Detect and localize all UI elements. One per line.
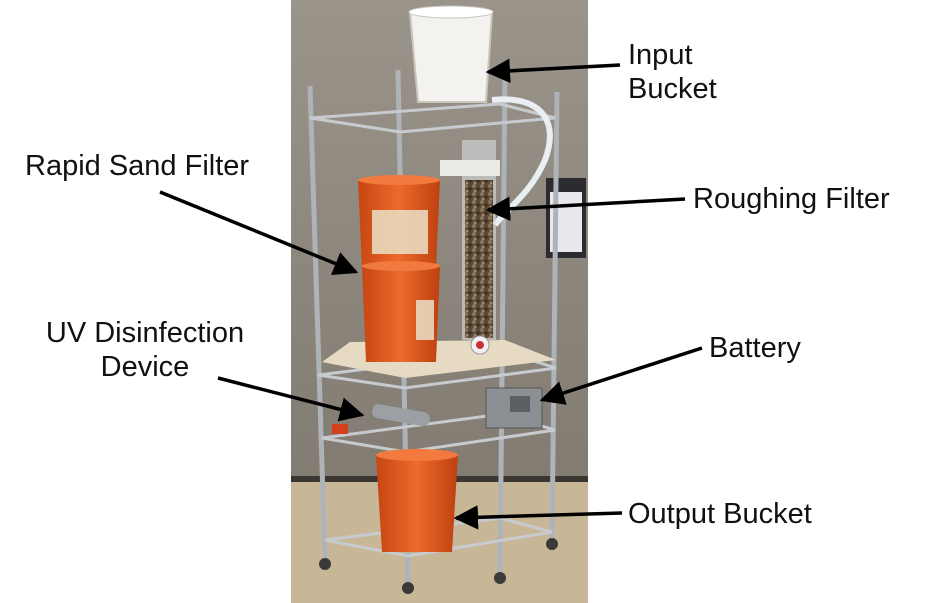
label-roughing-filter: Roughing Filter <box>693 183 890 215</box>
arrow-icon <box>539 346 703 405</box>
bucket-sticker <box>372 210 428 254</box>
rapid-sand-filter-bottom-rim <box>362 261 440 271</box>
pointer-arrows <box>159 58 703 530</box>
label-battery: Battery <box>709 332 801 364</box>
roughing-column-valve-tap <box>476 341 484 349</box>
bucket-sticker-lower <box>416 300 434 340</box>
label-output-bucket: Output Bucket <box>628 498 812 530</box>
uv-device <box>372 404 430 427</box>
label-rapid-sand-filter: Rapid Sand Filter <box>25 150 250 182</box>
output-bucket <box>376 455 458 552</box>
input-bucket-body <box>408 11 494 103</box>
arrow-icon <box>159 190 359 276</box>
rack-wheels <box>319 538 558 594</box>
roughing-column-fitting <box>440 160 500 176</box>
photo <box>291 0 588 603</box>
arrow-icon <box>453 505 623 530</box>
arrow-icon <box>485 196 686 222</box>
input-bucket-rim <box>408 5 494 19</box>
arrow-icon <box>217 376 365 422</box>
arrow-icon <box>485 58 621 84</box>
label-input-bucket: Input Bucket <box>628 39 717 105</box>
battery-panel <box>510 396 530 412</box>
roughing-column-gravel <box>465 180 493 338</box>
rapid-sand-filter-top-rim <box>358 175 440 185</box>
label-uv-disinfection-device: UV Disinfection Device <box>45 317 245 383</box>
output-bucket-rim <box>376 449 458 461</box>
uv-device-clip <box>332 424 348 434</box>
